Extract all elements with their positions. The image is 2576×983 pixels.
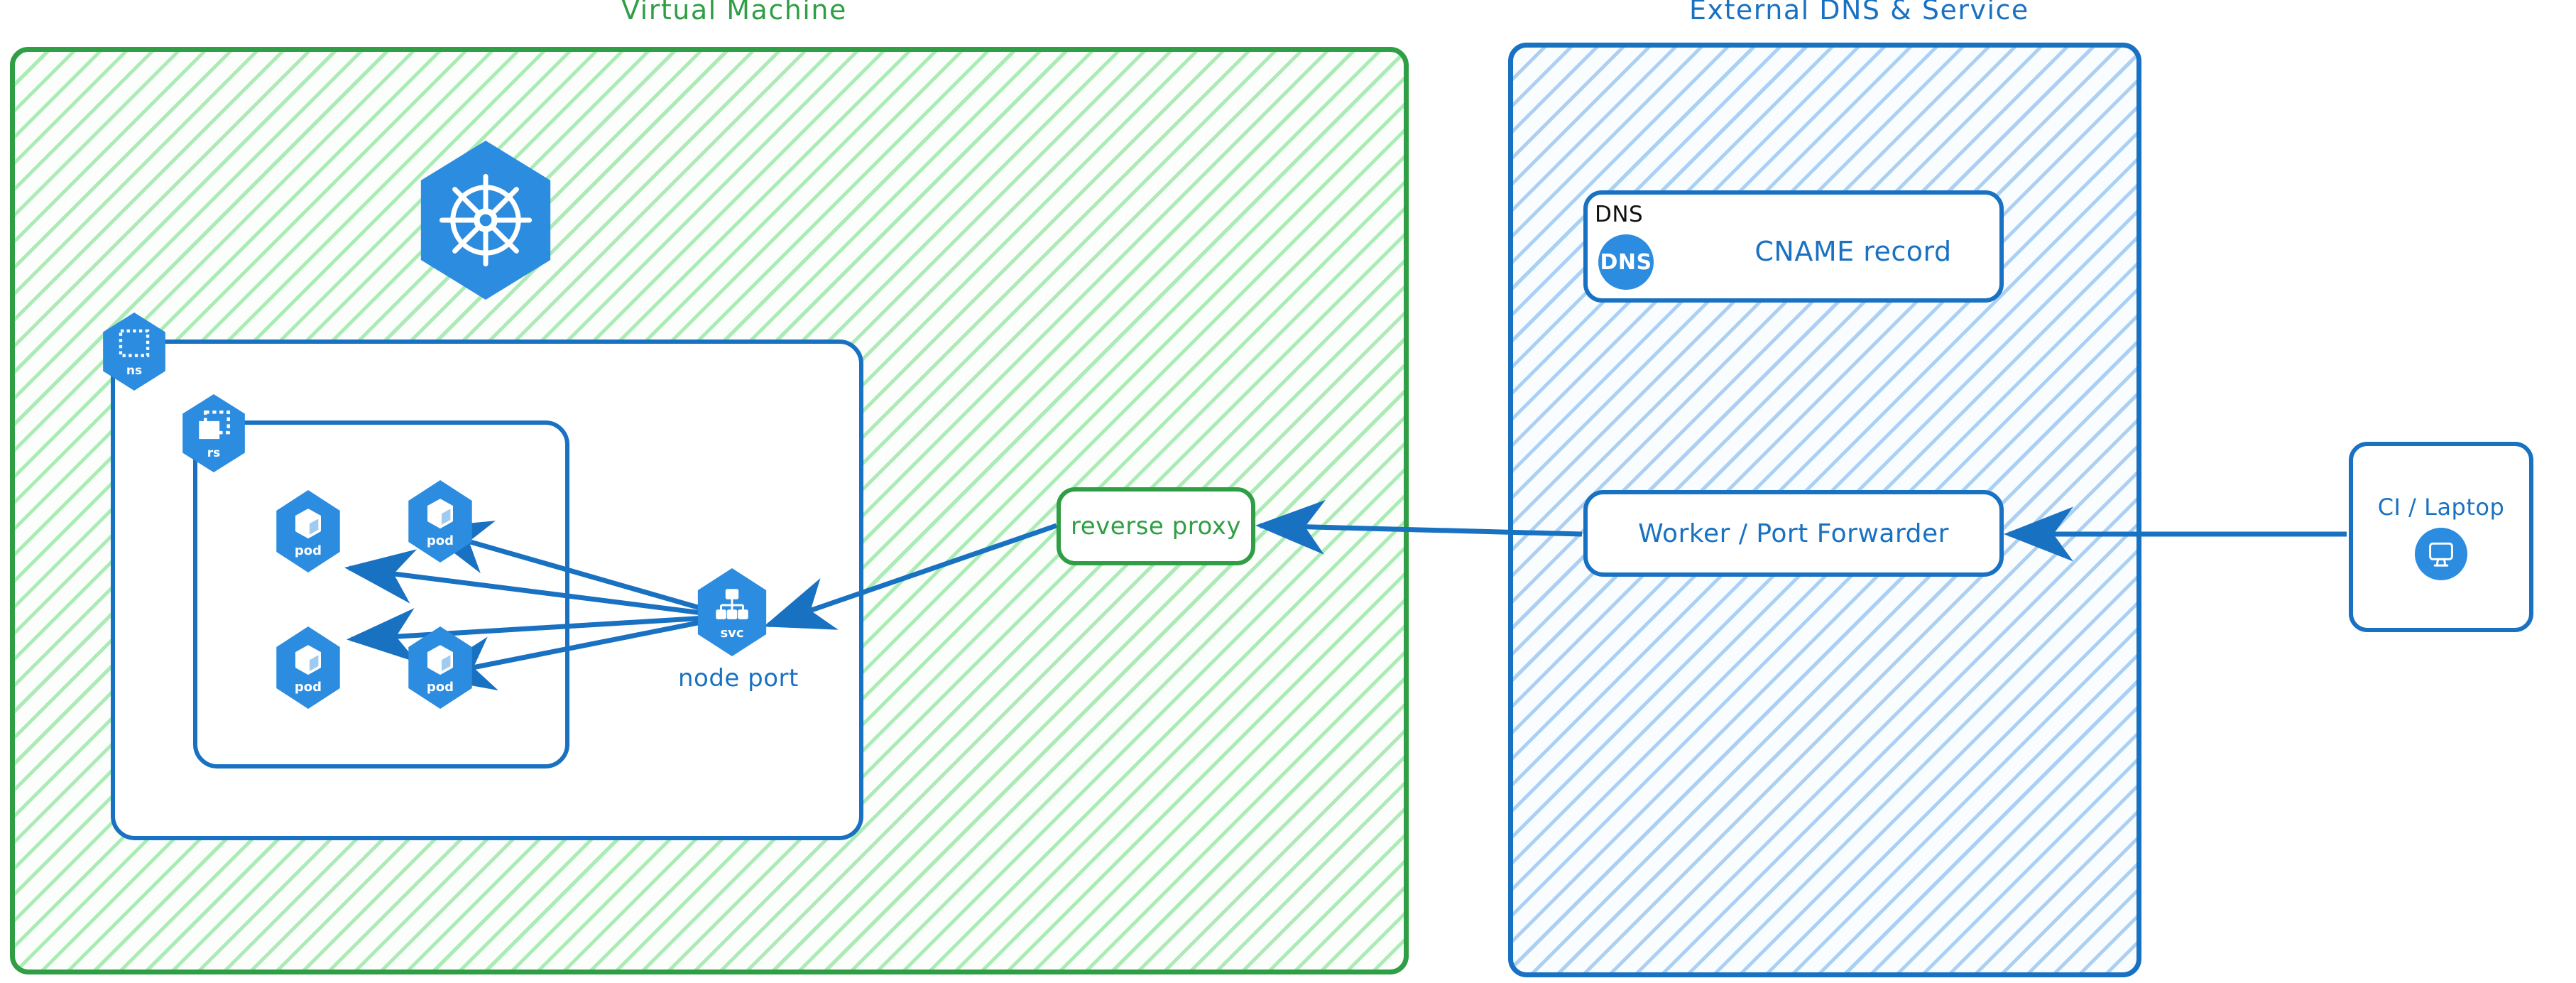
pod-caption: pod [426, 533, 454, 548]
kubernetes-logo [410, 141, 561, 300]
group-title-virtual-machine: Virtual Machine [621, 0, 847, 26]
replicaset-icon [199, 410, 230, 439]
kubernetes-wheel-icon [439, 173, 533, 267]
node-port-label: node port [678, 664, 799, 693]
namespace-icon [119, 329, 150, 357]
pod-icon [427, 499, 453, 528]
pod-node-1: pod [271, 490, 345, 572]
ci-laptop-box[interactable]: CI / Laptop [2349, 442, 2533, 632]
group-title-external-dns-service: External DNS & Service [1689, 0, 2029, 26]
namespace-icon-node: ns [98, 313, 170, 391]
pod-icon [427, 645, 453, 675]
ci-laptop-label: CI / Laptop [2377, 494, 2505, 521]
dns-card[interactable] [1583, 190, 2004, 303]
service-caption: svc [720, 626, 744, 641]
replicaset-icon-node: rs [178, 394, 250, 472]
service-icon [716, 589, 748, 619]
dns-badge-label: DNS [1600, 249, 1652, 275]
pod-node-3: pod [271, 626, 345, 709]
reverse-proxy-label: reverse proxy [1071, 512, 1241, 541]
desktop-monitor-icon [2415, 528, 2467, 580]
reverse-proxy-box[interactable]: reverse proxy [1057, 487, 1255, 565]
pod-caption: pod [294, 543, 322, 558]
pod-icon [295, 645, 321, 675]
cname-record-label: CNAME record [1754, 236, 1952, 267]
pod-icon [295, 509, 321, 538]
worker-port-forwarder-box[interactable]: Worker / Port Forwarder [1583, 490, 2004, 577]
pod-caption: pod [294, 680, 322, 695]
pod-caption: pod [426, 680, 454, 695]
worker-port-forwarder-label: Worker / Port Forwarder [1638, 518, 1949, 548]
replicaset-frame [193, 420, 569, 769]
dns-badge-icon: DNS [1598, 234, 1654, 290]
pod-node-4: pod [403, 626, 477, 709]
namespace-caption: ns [126, 364, 143, 378]
service-node: svc [692, 568, 772, 656]
pod-node-2: pod [403, 480, 477, 563]
replicaset-caption: rs [207, 445, 221, 460]
dns-card-tag: DNS [1595, 202, 1644, 227]
